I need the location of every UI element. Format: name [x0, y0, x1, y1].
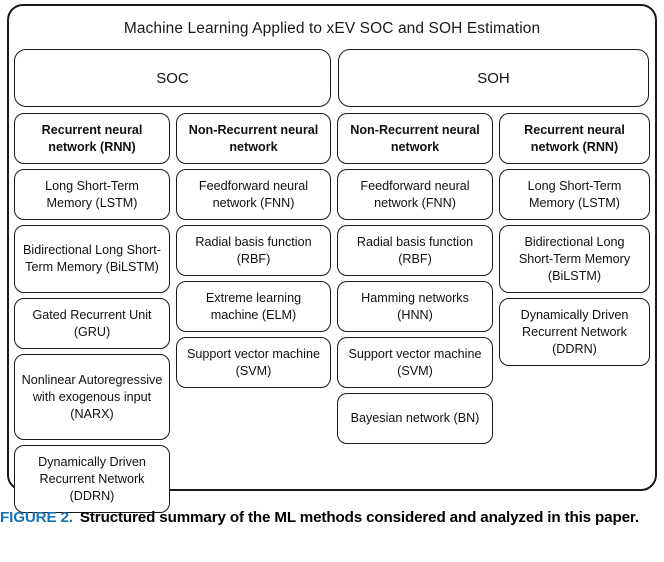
- column-soh-recurrent: Recurrent neural network (RNN) Long Shor…: [499, 113, 651, 367]
- method-label: Radial basis function (RBF): [195, 234, 312, 266]
- figure-inner: Machine Learning Applied to xEV SOC and …: [7, 4, 657, 514]
- method-label: Bidirectional Long Short-Term Memory (Bi…: [23, 243, 161, 274]
- method-label: Bayesian network (BN): [350, 411, 480, 425]
- column-header-label: Non-Recurrent neural network: [350, 122, 480, 154]
- method-box[interactable]: Extreme learning machine (ELM): [176, 281, 332, 333]
- method-box[interactable]: Long Short-Term Memory (LSTM): [499, 169, 651, 221]
- figure-title: Machine Learning Applied to xEV SOC and …: [123, 20, 541, 37]
- method-label: Nonlinear Autoregressive with exogenous …: [21, 372, 163, 421]
- method-label: Gated Recurrent Unit (GRU): [32, 307, 152, 339]
- method-label: Long Short-Term Memory (LSTM): [527, 178, 622, 210]
- method-box[interactable]: Feedforward neural network (FNN): [176, 169, 332, 221]
- column-header-label: Recurrent neural network (RNN): [524, 122, 625, 154]
- method-box[interactable]: Support vector machine (SVM): [176, 337, 332, 389]
- column-header-label: Non-Recurrent neural network: [188, 122, 319, 154]
- method-label: Dynamically Driven Recurrent Network (DD…: [520, 307, 629, 356]
- method-box[interactable]: Hamming networks (HNN): [337, 281, 494, 333]
- method-label: Long Short-Term Memory (LSTM): [45, 178, 139, 210]
- method-box[interactable]: Dynamically Driven Recurrent Network (DD…: [499, 298, 651, 367]
- method-box[interactable]: Radial basis function (RBF): [176, 225, 332, 277]
- figure-caption: FIGURE 2. Structured summary of the ML me…: [0, 506, 664, 530]
- category-label-soc: SOC: [156, 69, 189, 87]
- method-box[interactable]: Bidirectional Long Short-Term Memory (Bi…: [499, 225, 651, 294]
- method-label: Support vector machine (SVM): [348, 346, 482, 378]
- column-header-soc-nonrnn[interactable]: Non-Recurrent neural network: [176, 113, 332, 165]
- method-label: Hamming networks (HNN): [361, 290, 469, 322]
- method-box[interactable]: Feedforward neural network (FNN): [337, 169, 494, 221]
- category-box-soc[interactable]: SOC: [14, 49, 332, 108]
- method-columns: Recurrent neural network (RNN) Long Shor…: [14, 113, 651, 514]
- method-box[interactable]: Gated Recurrent Unit (GRU): [14, 298, 171, 350]
- method-label: Feedforward neural network (FNN): [360, 178, 470, 210]
- method-box[interactable]: Nonlinear Autoregressive with exogenous …: [14, 354, 171, 441]
- method-box[interactable]: Bidirectional Long Short-Term Memory (Bi…: [14, 225, 171, 294]
- method-label: Bidirectional Long Short-Term Memory (Bi…: [518, 234, 631, 283]
- column-header-soh-nonrnn[interactable]: Non-Recurrent neural network: [337, 113, 494, 165]
- column-header-soc-rnn[interactable]: Recurrent neural network (RNN): [14, 113, 171, 165]
- figure-caption-text: Structured summary of the ML methods con…: [79, 509, 639, 526]
- column-header-soh-rnn[interactable]: Recurrent neural network (RNN): [499, 113, 651, 165]
- column-soh-non-recurrent: Non-Recurrent neural network Feedforward…: [337, 113, 494, 445]
- method-box[interactable]: Radial basis function (RBF): [337, 225, 494, 277]
- method-box[interactable]: Dynamically Driven Recurrent Network (DD…: [14, 445, 171, 514]
- method-box[interactable]: Long Short-Term Memory (LSTM): [14, 169, 171, 221]
- method-label: Extreme learning machine (ELM): [205, 290, 302, 322]
- column-header-label: Recurrent neural network (RNN): [41, 122, 143, 154]
- category-label-soh: SOH: [477, 69, 510, 87]
- method-label: Feedforward neural network (FNN): [198, 178, 309, 210]
- category-row: SOC SOH: [14, 49, 650, 108]
- method-label: Dynamically Driven Recurrent Network (DD…: [38, 454, 146, 503]
- figure-caption-label: FIGURE 2.: [0, 509, 73, 526]
- method-box[interactable]: Bayesian network (BN): [337, 393, 494, 445]
- method-label: Radial basis function (RBF): [356, 234, 474, 266]
- method-label: Support vector machine (SVM): [186, 346, 320, 378]
- category-box-soh[interactable]: SOH: [338, 49, 650, 108]
- figure-container: Machine Learning Applied to xEV SOC and …: [7, 4, 657, 514]
- method-box[interactable]: Support vector machine (SVM): [337, 337, 494, 389]
- column-soc-recurrent: Recurrent neural network (RNN) Long Shor…: [14, 113, 171, 514]
- column-soc-non-recurrent: Non-Recurrent neural network Feedforward…: [176, 113, 332, 389]
